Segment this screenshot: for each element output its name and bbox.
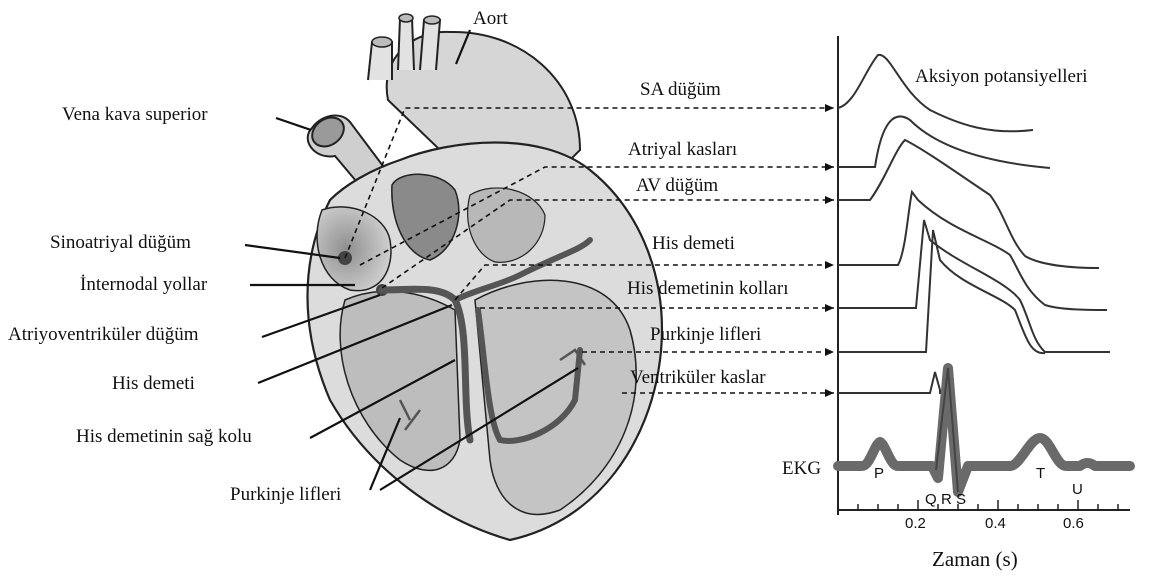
left-ventricle	[475, 280, 636, 514]
label-sa-node: Sinoatriyal düğüm	[50, 232, 191, 253]
trace-his-bundle	[838, 192, 1107, 310]
trace-atrial-muscle	[838, 116, 1050, 168]
row-label-sa-node: SA düğüm	[640, 79, 721, 100]
tick-label-0-4: 0.4	[985, 515, 1006, 532]
wave-label-u: U	[1072, 481, 1083, 498]
row-label-ventricular-muscle: Ventriküler kaslar	[630, 367, 766, 388]
row-label-his-bundle: His demeti	[652, 233, 735, 254]
label-purkinje: Purkinje lifleri	[230, 484, 341, 505]
label-vena-cava: Vena kava superior	[62, 104, 208, 125]
tick-label-0-6: 0.6	[1063, 515, 1084, 532]
ecg-label: EKG	[782, 458, 821, 479]
label-av-node: Atriyoventriküler düğüm	[8, 324, 199, 345]
leader-vena-cava	[276, 118, 311, 130]
label-right-branch: His demetinin sağ kolu	[76, 426, 252, 447]
vessel-opening	[399, 14, 413, 22]
row-label-atrial-muscle: Atriyal kasları	[628, 139, 737, 160]
wave-label-q: Q	[925, 491, 937, 508]
vessel-opening	[372, 37, 392, 47]
label-his-bundle: His demeti	[112, 373, 195, 394]
right-ventricle	[340, 291, 460, 470]
potential-row-labels: SA düğüm Atriyal kasları AV düğüm His de…	[627, 66, 1088, 388]
wave-label-p: P	[874, 465, 884, 482]
wave-label-t: T	[1036, 465, 1045, 482]
x-axis-label: Zaman (s)	[932, 547, 1018, 571]
row-label-av-node: AV düğüm	[636, 175, 718, 196]
wave-label-s: S	[956, 491, 966, 508]
label-aorta: Aort	[473, 8, 509, 29]
tick-label-0-2: 0.2	[905, 515, 926, 532]
heart-illustration	[307, 14, 662, 540]
row-label-bundle-branches: His demetinin kolları	[627, 278, 788, 299]
ecg-ticks	[858, 500, 1118, 510]
label-internodal: İnternodal yollar	[80, 274, 208, 295]
ecg-panel: EKG P Q R S T U 0.2 0.4 0.6 Zaman (s)	[782, 368, 1130, 571]
potentials-title: Aksiyon potansiyelleri	[915, 66, 1088, 87]
wave-label-r: R	[941, 491, 952, 508]
vessel-opening	[424, 16, 440, 24]
row-label-purkinje: Purkinje lifleri	[650, 324, 761, 345]
trace-ventricular-muscle	[838, 372, 940, 393]
